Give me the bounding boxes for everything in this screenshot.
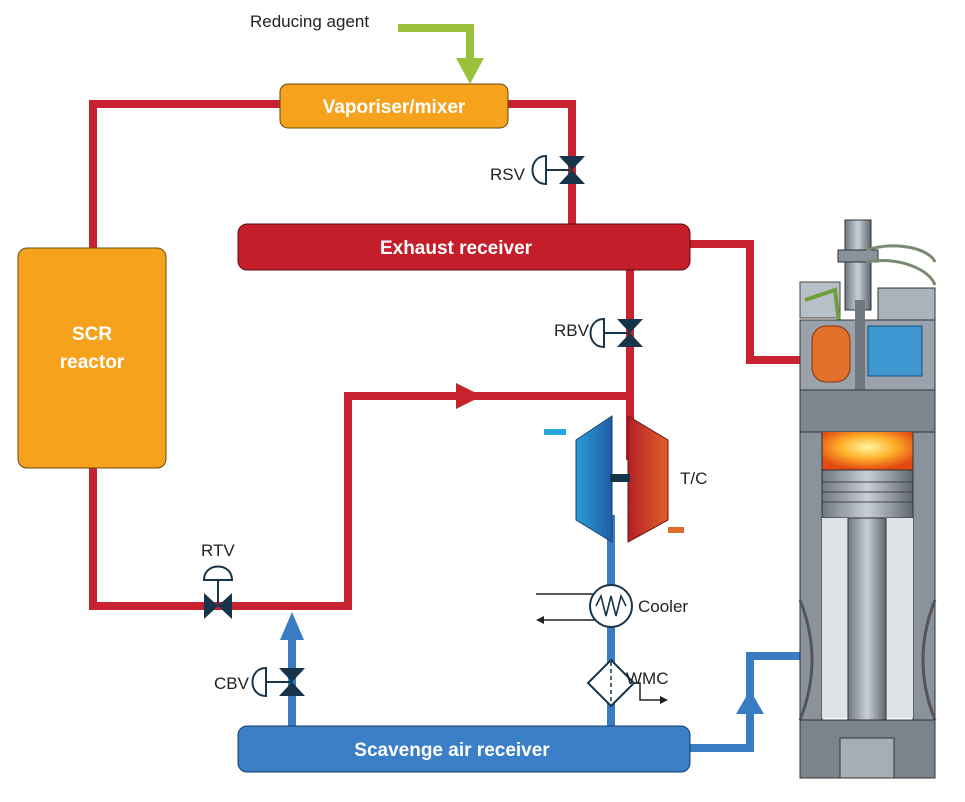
- flow-arrow-icon: [456, 383, 482, 409]
- scavenge-air-receiver-box: [237, 725, 691, 773]
- exhaust-receiver-box: [237, 223, 691, 271]
- water-mist-catcher-icon: [586, 658, 668, 708]
- cbv-label: CBV: [214, 674, 250, 693]
- exhaust-piping: [89, 100, 800, 610]
- rsv-valve-icon: [531, 154, 585, 186]
- turbocharger-icon: [544, 415, 696, 543]
- wmc-label: WMC: [626, 669, 668, 688]
- engine-cylinder-cutaway-icon: [798, 219, 937, 779]
- vaporiser-label: Vaporiser/mixer: [323, 97, 466, 118]
- vaporiser-mixer-box: [279, 83, 509, 129]
- rtv-label: RTV: [201, 541, 235, 560]
- cooler-label: Cooler: [638, 597, 688, 616]
- scavenge-receiver-label: Scavenge air receiver: [354, 740, 550, 761]
- reducing-agent-arrow: [398, 24, 484, 84]
- flow-arrow-icon: [736, 690, 764, 714]
- rbv-valve-icon: [589, 317, 643, 349]
- flow-arrow-icon: [280, 612, 304, 640]
- rtv-valve-icon: [202, 565, 234, 619]
- cbv-valve-icon: [251, 666, 305, 698]
- tc-label: T/C: [680, 469, 707, 488]
- scr-label-line1: SCR: [72, 324, 112, 345]
- air-piping: [288, 515, 800, 752]
- rsv-label: RSV: [490, 165, 526, 184]
- reducing-agent-label: Reducing agent: [250, 12, 369, 31]
- scr-label-line2: reactor: [60, 352, 125, 373]
- exhaust-receiver-label: Exhaust receiver: [380, 238, 533, 259]
- cooler-coil-icon: [536, 584, 633, 628]
- rbv-label: RBV: [554, 321, 590, 340]
- scr-reactor-box: [17, 247, 167, 469]
